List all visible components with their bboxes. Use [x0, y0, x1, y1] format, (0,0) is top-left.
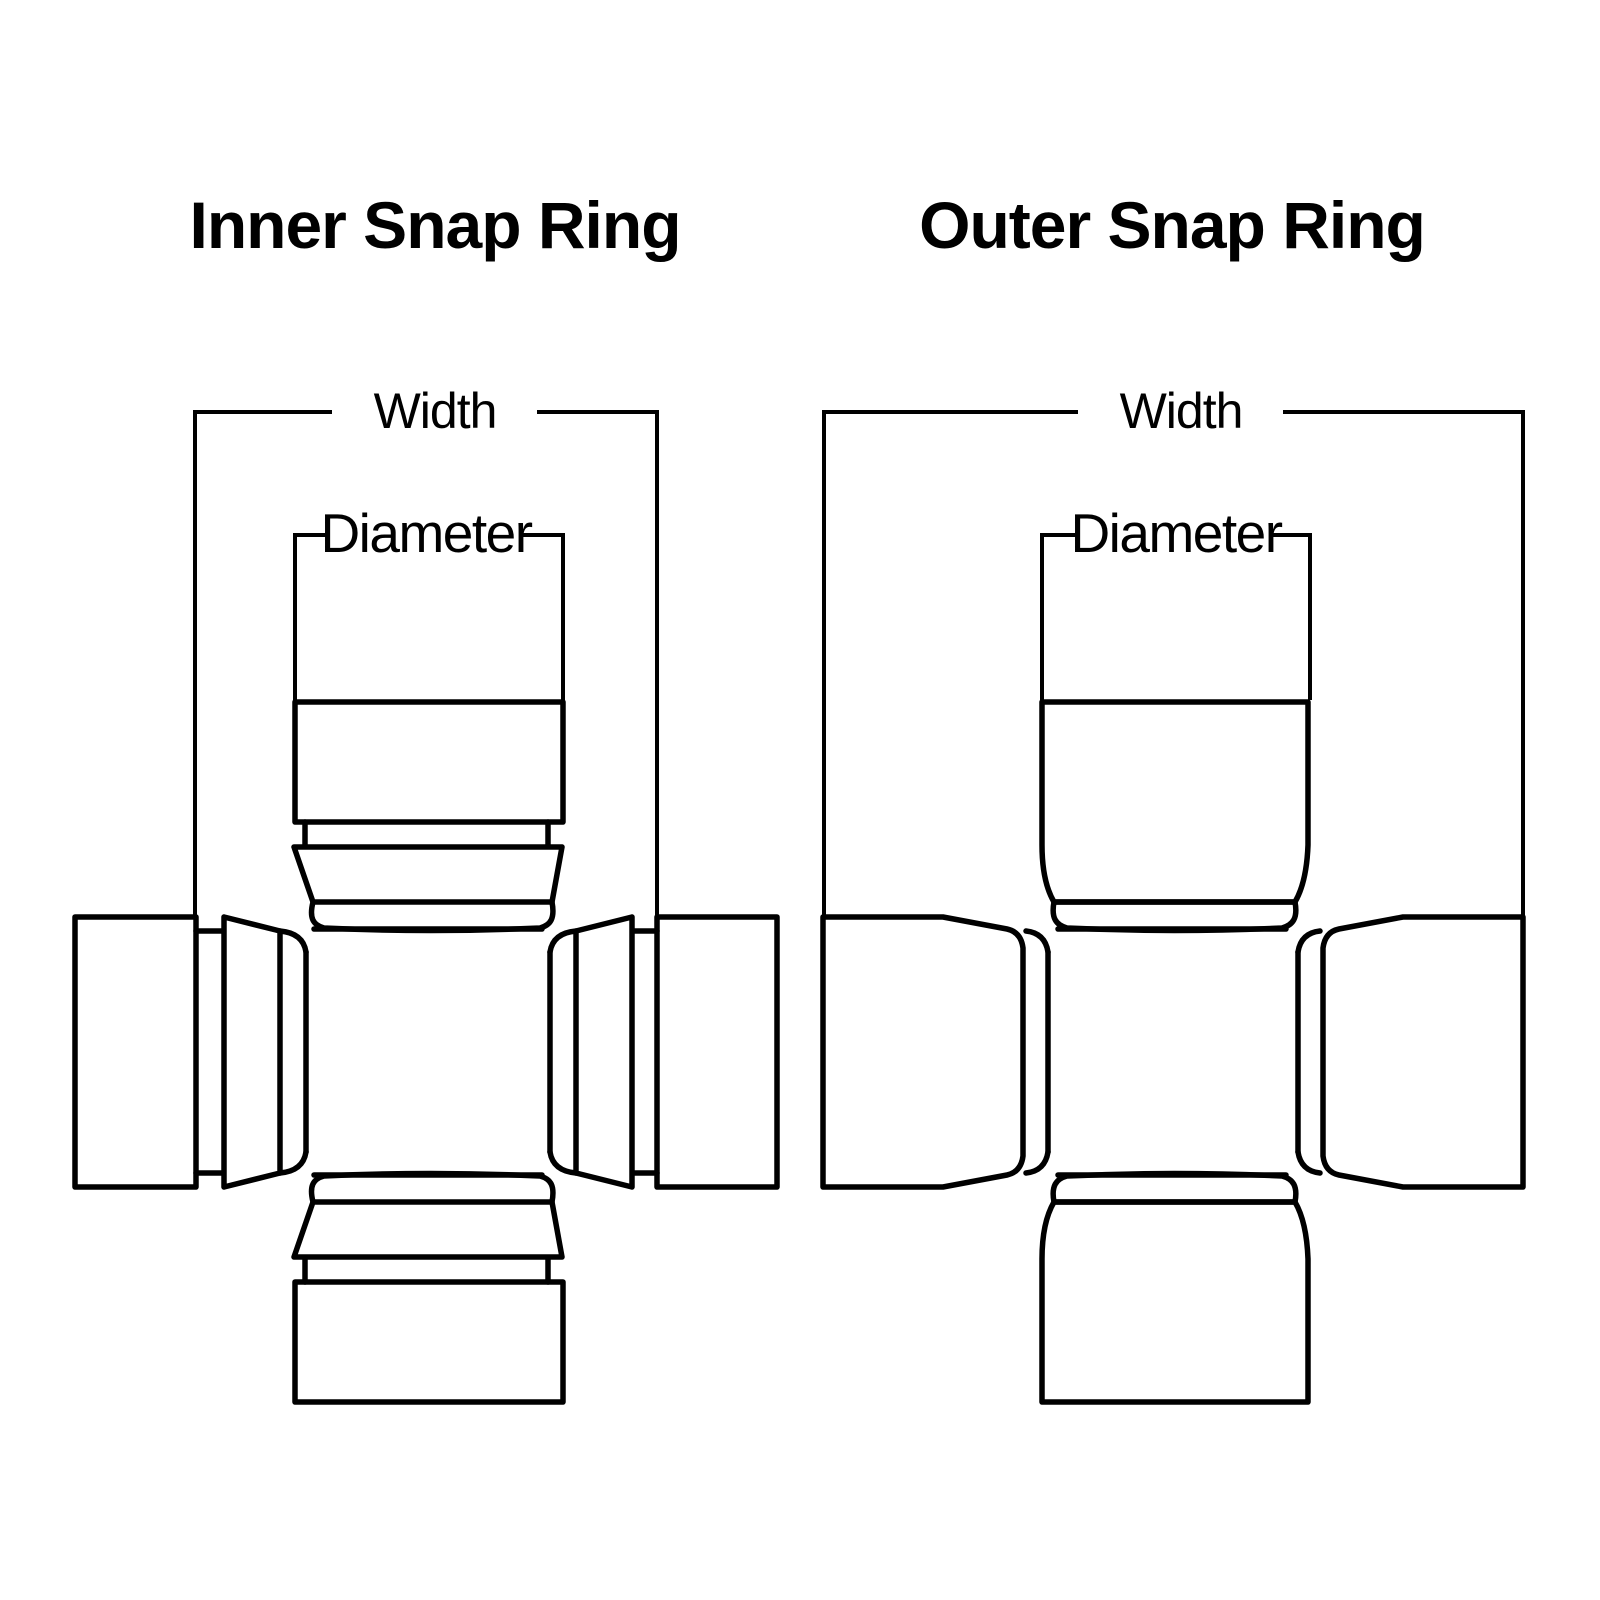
outer-left-cap	[820, 914, 1026, 1190]
inner-bottom-cap-foot	[308, 1170, 556, 1205]
outer-cross-edges	[1045, 926, 1301, 1178]
inner-snap-ring-diagram: Inner Snap Ring Width Diameter	[72, 188, 780, 1405]
inner-right-cap-body	[654, 914, 780, 1190]
outer-snap-ring-diagram: Outer Snap Ring Width Diameter	[820, 188, 1526, 1405]
inner-diagram-title: Inner Snap Ring	[189, 188, 680, 262]
inner-right-cap	[573, 914, 780, 1190]
inner-cross-body	[277, 926, 579, 1178]
outer-right-cap	[1320, 914, 1526, 1190]
inner-diameter-bracket	[293, 533, 565, 700]
outer-diameter-bracket	[1040, 533, 1312, 700]
inner-width-label: Width	[374, 383, 497, 439]
inner-left-cap-body	[72, 914, 199, 1190]
outer-cross-body	[1023, 926, 1323, 1178]
inner-left-cap-groove	[193, 914, 283, 1190]
outer-top-cap	[1039, 699, 1311, 934]
outer-top-cap-body	[1039, 699, 1311, 905]
outer-bottom-cap	[1039, 1170, 1311, 1405]
inner-diameter-label: Diameter	[320, 502, 532, 564]
outer-top-cap-foot	[1050, 899, 1299, 934]
inner-top-cap-foot	[308, 899, 556, 934]
inner-width-bracket	[193, 410, 659, 917]
outer-width-bracket	[822, 410, 1525, 917]
inner-bottom-cap	[291, 1170, 566, 1405]
inner-top-cap	[291, 699, 566, 934]
inner-top-cap-body	[292, 699, 566, 825]
outer-width-label: Width	[1120, 383, 1243, 439]
inner-right-cap-groove	[573, 914, 660, 1190]
outer-diameter-label: Diameter	[1070, 502, 1282, 564]
outer-diagram-title: Outer Snap Ring	[919, 188, 1425, 262]
inner-cross-edges	[303, 926, 553, 1178]
inner-bottom-cap-groove	[291, 1199, 565, 1285]
inner-left-cap	[72, 914, 283, 1190]
inner-cross-fillets	[277, 928, 579, 1176]
outer-bottom-cap-body	[1039, 1199, 1311, 1405]
inner-top-cap-groove	[291, 819, 565, 905]
inner-bottom-cap-body	[292, 1279, 566, 1405]
outer-bottom-cap-foot	[1050, 1170, 1299, 1205]
outer-cross-fillets	[1023, 928, 1323, 1176]
